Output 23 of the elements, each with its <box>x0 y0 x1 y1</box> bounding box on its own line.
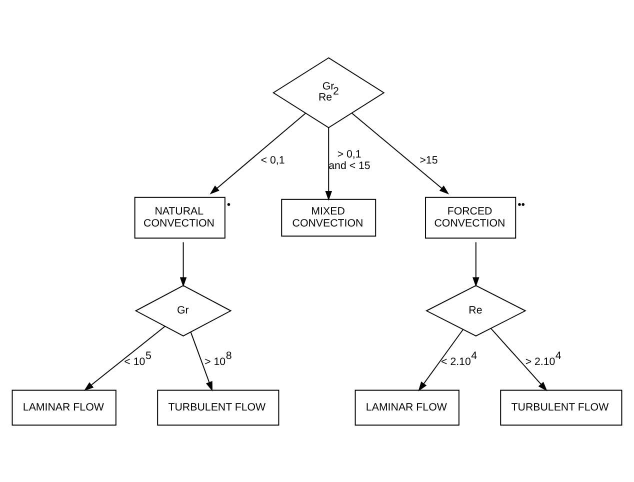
arrow <box>418 328 464 391</box>
node-box: LAMINAR FLOW <box>12 389 116 426</box>
node-label: •• <box>518 198 526 210</box>
edge-label: >15 <box>420 154 438 166</box>
arrow <box>325 126 332 200</box>
node-box: TURBULENT FLOW <box>500 389 622 426</box>
edge-label: < 0,1 <box>260 154 285 166</box>
node-diamond: Re <box>425 284 526 336</box>
node-box: LAMINAR FLOW <box>354 389 460 426</box>
node-box: NATURAL CONVECTION <box>134 196 226 238</box>
node-box: FORCED CONVECTION <box>425 196 516 238</box>
arrow <box>190 331 212 391</box>
node-box: MIXED CONVECTION <box>281 198 376 236</box>
node-diamond: Gr <box>134 284 232 336</box>
node-box: TURBULENT FLOW <box>157 389 280 426</box>
arrow <box>472 241 480 286</box>
arrow <box>351 112 450 194</box>
arrow <box>490 328 548 391</box>
edge-label: > 0,1 and < 15 <box>328 148 370 172</box>
node-label: • <box>226 198 231 210</box>
arrow <box>180 241 187 286</box>
arrow <box>210 112 306 194</box>
arrow <box>84 325 166 390</box>
